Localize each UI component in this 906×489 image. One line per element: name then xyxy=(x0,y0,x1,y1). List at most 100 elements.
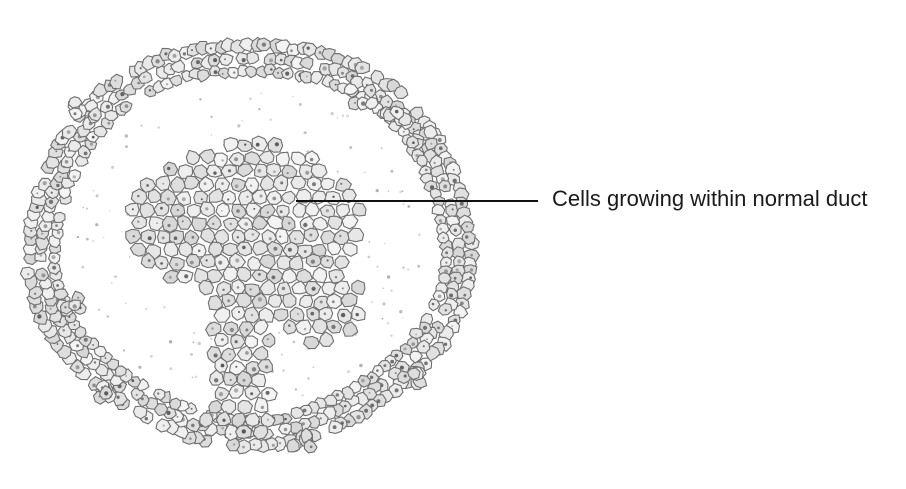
cell-nucleus xyxy=(59,175,62,178)
growth-cell xyxy=(236,266,252,283)
growth-cell xyxy=(324,190,342,206)
duct-wall-cell xyxy=(263,52,279,67)
cell-nucleus xyxy=(162,424,165,427)
cell-nucleus xyxy=(271,275,276,280)
cell-nucleus xyxy=(212,222,215,226)
cell-nucleus xyxy=(55,150,58,153)
duct-wall-cell xyxy=(93,125,108,138)
cell-nucleus xyxy=(294,237,297,241)
lumen-speckle xyxy=(111,165,115,169)
cell-nucleus xyxy=(310,259,315,264)
duct-wall-cell xyxy=(225,437,241,452)
cell-nucleus xyxy=(227,169,232,173)
cell-nucleus xyxy=(245,328,249,332)
cell-nucleus xyxy=(93,361,97,364)
cell-nucleus xyxy=(319,417,322,420)
duct-wall-cell xyxy=(286,438,300,453)
cell-nucleus xyxy=(211,327,214,330)
growth-cell xyxy=(311,266,328,284)
cell-nucleus xyxy=(253,207,256,210)
cell-nucleus xyxy=(472,242,475,245)
lumen-speckle xyxy=(197,341,201,346)
cell-nucleus xyxy=(288,324,291,327)
cell-nucleus xyxy=(165,83,169,86)
growth-cell xyxy=(258,254,276,270)
lumen-speckle xyxy=(106,315,110,318)
cell-nucleus xyxy=(444,269,448,274)
growth-cell xyxy=(168,256,185,271)
cell-nucleus xyxy=(200,198,203,201)
cell-nucleus xyxy=(205,259,208,262)
lumen-speckle xyxy=(402,266,405,269)
lumen-speckle xyxy=(241,119,244,122)
growth-cell xyxy=(198,148,216,165)
lumen-speckle xyxy=(210,134,212,136)
cell-nucleus xyxy=(73,112,77,116)
cell-nucleus xyxy=(114,79,117,82)
cell-nucleus xyxy=(232,443,236,446)
cell-nucleus xyxy=(390,359,395,364)
cell-nucleus xyxy=(444,309,447,312)
cell-nucleus xyxy=(213,70,218,75)
cell-nucleus xyxy=(30,237,33,240)
duct-wall-cell xyxy=(58,186,72,200)
cell-nucleus xyxy=(369,375,374,379)
lumen-speckle xyxy=(125,145,128,148)
growth-cell xyxy=(276,204,290,219)
duct-wall-cell xyxy=(87,106,102,122)
cell-nucleus xyxy=(218,392,224,397)
cell-nucleus xyxy=(246,195,249,198)
growth-cell xyxy=(186,203,201,218)
growth-cell xyxy=(351,202,367,217)
lumen-speckle xyxy=(375,189,379,193)
cell-nucleus xyxy=(383,364,387,368)
cell-nucleus xyxy=(370,403,375,408)
cell-nucleus xyxy=(156,222,159,225)
duct-wall-cell xyxy=(428,154,443,170)
cell-nucleus xyxy=(445,261,448,264)
growth-cell xyxy=(243,228,261,243)
cell-nucleus xyxy=(83,151,88,156)
lumen-speckle xyxy=(417,264,421,268)
cell-nucleus xyxy=(220,363,225,368)
growth-cell xyxy=(247,255,262,271)
cell-nucleus xyxy=(286,172,289,175)
growth-cell xyxy=(244,151,262,166)
growth-cell xyxy=(206,268,224,284)
cell-nucleus xyxy=(422,325,428,330)
growth-cell xyxy=(251,269,268,283)
growth-cell xyxy=(310,163,328,179)
cell-nucleus xyxy=(221,182,224,185)
growth-cell xyxy=(204,321,222,337)
cell-nucleus xyxy=(259,194,263,198)
duct-wall-cell xyxy=(364,96,379,110)
cell-nucleus xyxy=(64,160,69,164)
cell-nucleus xyxy=(33,304,37,309)
cell-nucleus xyxy=(442,236,445,240)
lumen-speckle xyxy=(390,334,393,337)
growth-cell xyxy=(298,294,314,309)
duct-wall-cell xyxy=(310,70,324,85)
cell-nucleus xyxy=(438,146,443,151)
lumen-speckle xyxy=(330,112,334,116)
cell-nucleus xyxy=(415,333,417,336)
lumen-speckle xyxy=(237,124,241,128)
growth-cell xyxy=(191,217,207,232)
cell-nucleus xyxy=(242,245,246,250)
cell-nucleus xyxy=(309,445,313,449)
cell-nucleus xyxy=(176,208,180,212)
growth-cell xyxy=(259,278,276,296)
cell-nucleus xyxy=(50,191,53,194)
lumen-speckle xyxy=(199,98,202,101)
cell-nucleus xyxy=(244,222,248,226)
duct-wall-cell xyxy=(168,74,183,87)
lumen-speckle xyxy=(248,97,252,101)
duct-wall-cell xyxy=(461,231,476,246)
cell-nucleus xyxy=(279,235,282,238)
lumen-speckle xyxy=(345,114,350,118)
growth-cell xyxy=(251,215,269,230)
growth-cell xyxy=(351,279,366,295)
cell-nucleus xyxy=(41,273,46,278)
growth-cell xyxy=(237,189,254,206)
duct-wall-cell xyxy=(53,211,66,224)
